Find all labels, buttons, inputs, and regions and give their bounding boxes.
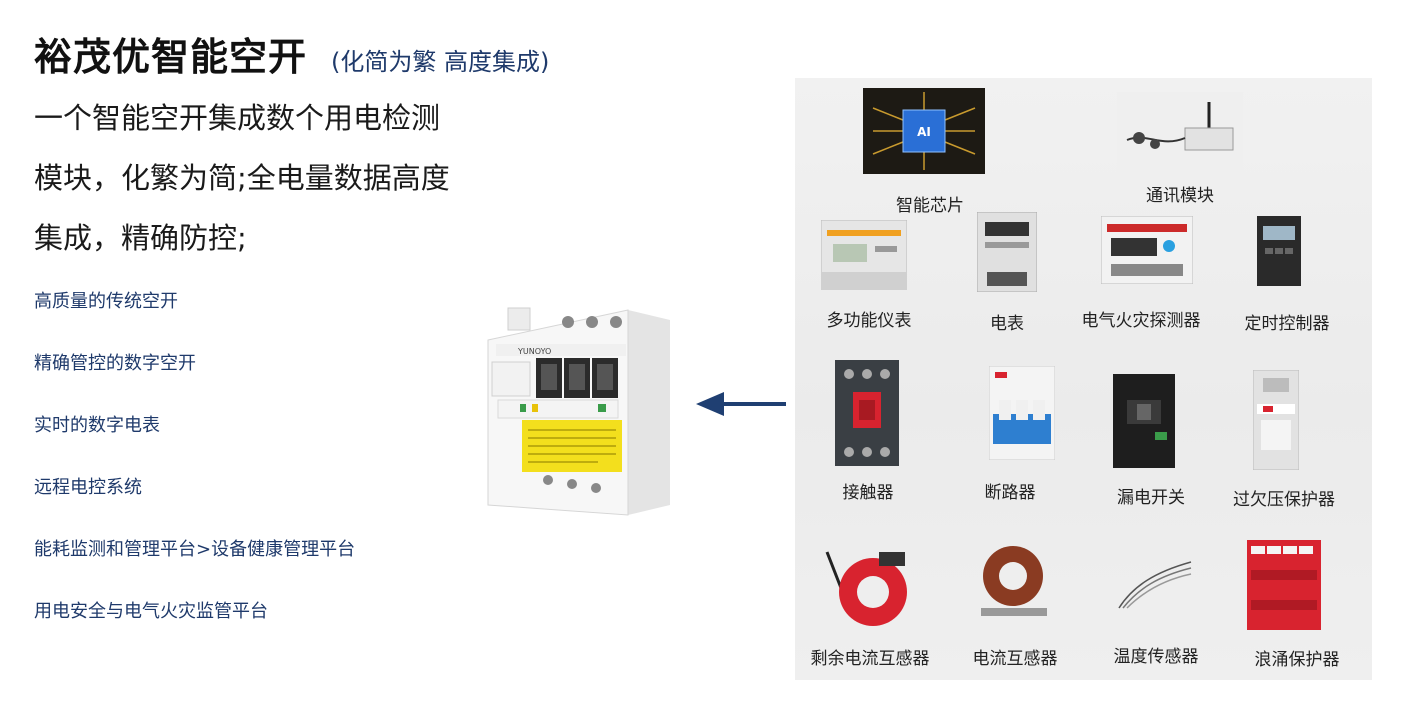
temp-sensor-image bbox=[1115, 556, 1195, 612]
smart-breaker-image: YUNOYO bbox=[478, 300, 678, 525]
feature-item: 远程电控系统 bbox=[34, 477, 142, 498]
device-label-surge-protector: 浪涌保护器 bbox=[1254, 650, 1340, 670]
intro-line: 模块，化繁为简;全电量数据高度 bbox=[34, 161, 450, 195]
device-label-voltage-protector: 过欠压保护器 bbox=[1233, 490, 1335, 510]
ai-chip-image: AI bbox=[863, 88, 985, 174]
page-title: 裕茂优智能空开 bbox=[34, 35, 308, 79]
multimeter-image bbox=[821, 220, 907, 290]
chip-text: AI bbox=[917, 125, 931, 139]
circuit-breaker-image bbox=[989, 366, 1055, 460]
comm-module-image bbox=[1117, 92, 1243, 176]
device-label-ct: 电流互感器 bbox=[972, 649, 1058, 669]
device-panel: AI 智能芯片 通讯模块 多功能仪表 bbox=[795, 78, 1372, 680]
meter-image bbox=[977, 212, 1037, 292]
timer-image bbox=[1257, 216, 1301, 286]
feature-item: 精确管控的数字空开 bbox=[34, 353, 196, 374]
intro-line: 一个智能空开集成数个用电检测 bbox=[34, 101, 441, 135]
device-label-multimeter: 多功能仪表 bbox=[826, 311, 912, 331]
intro-line: 集成，精确防控; bbox=[34, 221, 247, 255]
ct-image bbox=[975, 540, 1053, 620]
title-row: 裕茂优智能空开 (化简为繁 高度集成) bbox=[34, 26, 549, 81]
fire-detector-image bbox=[1101, 216, 1193, 284]
feature-item: 实时的数字电表 bbox=[34, 415, 160, 436]
arrow-left-icon bbox=[696, 390, 788, 418]
contactor-image bbox=[835, 360, 899, 466]
device-label-temp-sensor: 温度传感器 bbox=[1113, 647, 1199, 667]
feature-item: 高质量的传统空开 bbox=[34, 291, 178, 312]
page-subtitle: (化简为繁 高度集成) bbox=[331, 48, 550, 76]
intro-paragraph: 一个智能空开集成数个用电检测 模块，化繁为简;全电量数据高度 集成，精确防控; bbox=[34, 88, 504, 268]
leakage-switch-image bbox=[1113, 374, 1175, 468]
surge-protector-image bbox=[1247, 540, 1321, 630]
voltage-protector-image bbox=[1253, 370, 1299, 470]
device-label-residual-ct: 剩余电流互感器 bbox=[810, 649, 930, 669]
device-label-fire-detector: 电气火灾探测器 bbox=[1081, 311, 1201, 331]
residual-ct-image bbox=[821, 548, 915, 630]
device-label-circuit-breaker: 断路器 bbox=[984, 483, 1036, 503]
device-label-contactor: 接触器 bbox=[842, 483, 894, 503]
device-label-leakage-switch: 漏电开关 bbox=[1117, 488, 1185, 508]
feature-item: 用电安全与电气火灾监管平台 bbox=[34, 601, 268, 622]
device-label-chip: 智能芯片 bbox=[896, 196, 964, 216]
device-label-comm: 通讯模块 bbox=[1146, 186, 1214, 206]
device-label-timer: 定时控制器 bbox=[1244, 314, 1330, 334]
device-label-meter: 电表 bbox=[990, 314, 1024, 334]
feature-item: 能耗监测和管理平台>设备健康管理平台 bbox=[34, 539, 356, 560]
product-brand: YUNOYO bbox=[517, 347, 551, 356]
